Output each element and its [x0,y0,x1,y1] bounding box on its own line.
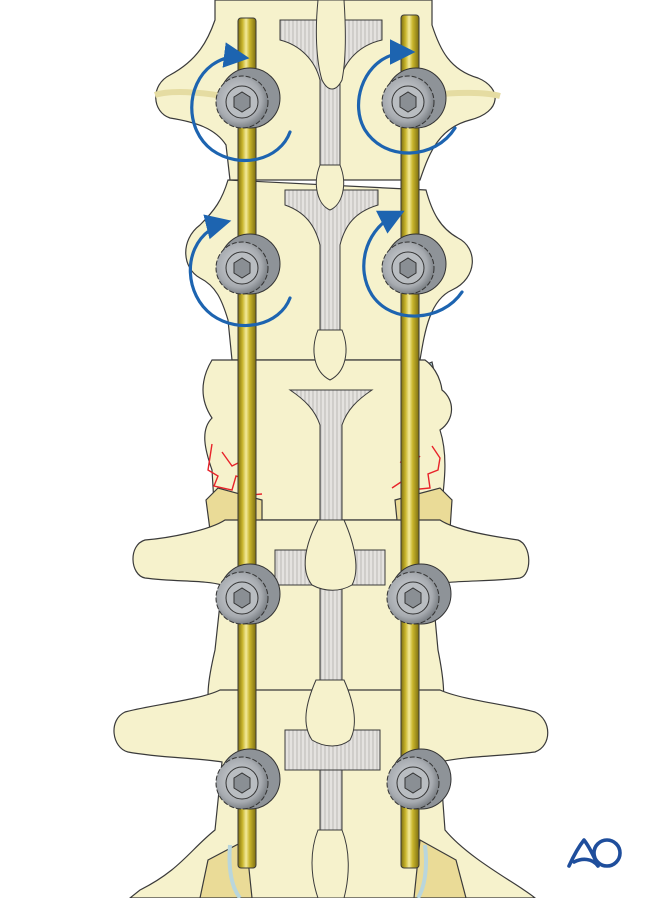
rotation-arrow-icon [356,39,457,155]
screw-L2 [215,233,281,295]
spinous-process [305,679,355,747]
ao-logo [567,838,622,868]
pedicle-screws [215,67,452,810]
screw-L3 [215,563,281,625]
rotation-arrow-icon [362,210,464,318]
rotation-arrows [188,39,464,328]
rods [237,14,420,869]
screw-R1 [381,67,447,129]
rotation-arrow-icon [188,214,292,328]
screw-R2 [381,233,447,295]
spinous-process [313,329,347,381]
screw-L1 [215,67,281,129]
spinous-process [304,519,357,591]
interspinous-ligaments [274,0,386,898]
rotation-arrow-icon [190,42,292,163]
left-rod [237,17,257,869]
screw-L4 [215,748,281,810]
screw-R3 [386,563,452,625]
screw-R4 [386,748,452,810]
spinous-process [315,0,346,90]
spinous-process [315,164,345,211]
spinous-process [311,829,349,898]
right-rod [400,14,420,869]
